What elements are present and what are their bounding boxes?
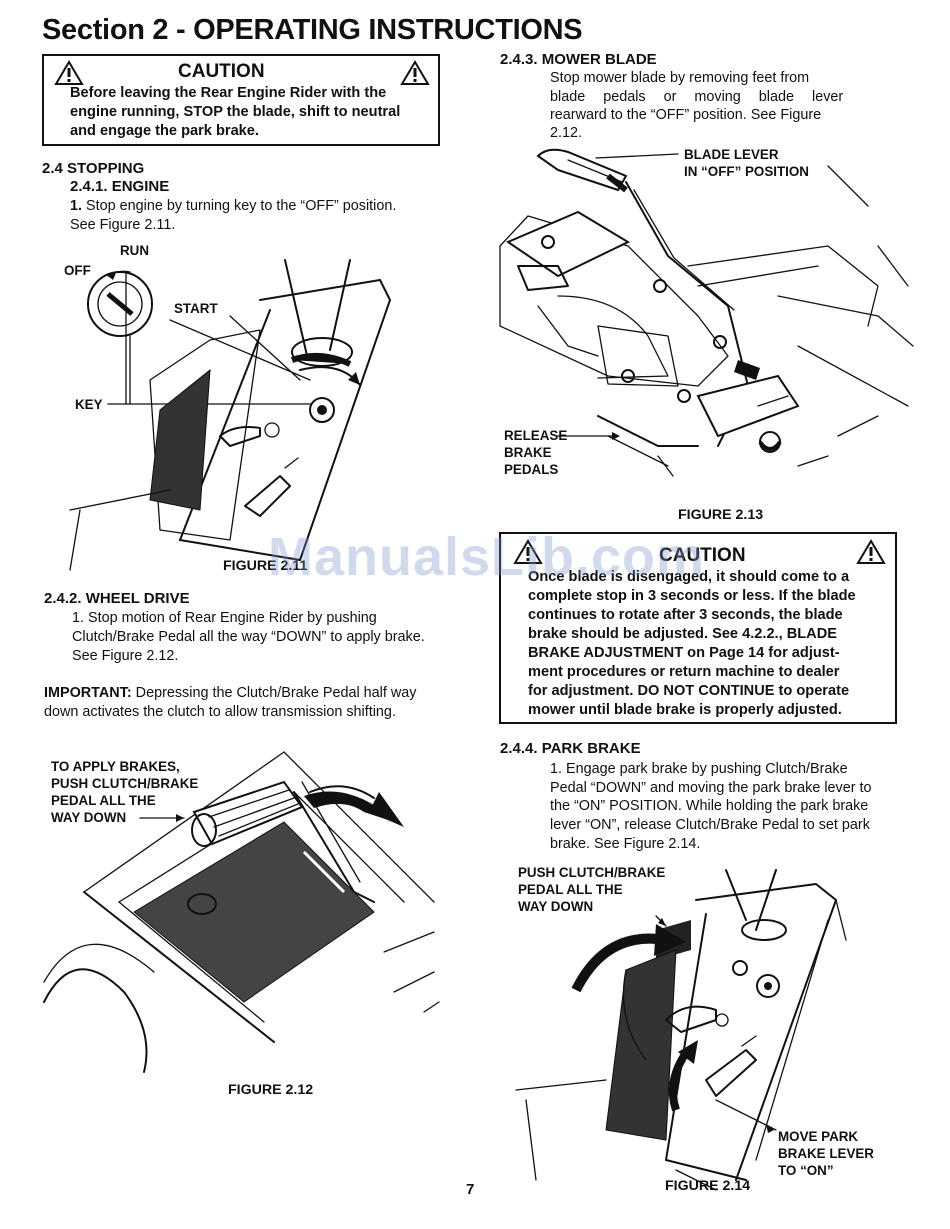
caution-line: continues to rotate after 3 seconds, the…: [528, 607, 843, 623]
caution-line: for adjustment. DO NOT CONTINUE to opera…: [528, 683, 850, 699]
figure-caption-2-12: FIGURE 2.12: [228, 1082, 314, 1098]
figure-label-blade-lever: BLADE LEVER: [684, 147, 779, 162]
caution-heading: CAUTION: [659, 545, 746, 566]
important-label: IMPORTANT:: [44, 685, 132, 701]
caution-line: complete stop in 3 seconds or less. If t…: [528, 588, 856, 604]
park-brake-line: lever “ON”, release Clutch/Brake Pedal t…: [550, 817, 870, 833]
figure-callout-line: PEDAL ALL THE: [51, 793, 156, 808]
caution-line: mower until blade brake is properly adju…: [528, 702, 842, 718]
wheel-drive-line: 1. Stop motion of Rear Engine Rider by p…: [72, 610, 377, 626]
caution-line: engine running, STOP the blade, shift to…: [70, 104, 401, 120]
step-number: 1.: [70, 198, 83, 214]
warning-triangle-icon: [54, 60, 84, 85]
warning-triangle-icon: [400, 60, 430, 85]
mower-blade-line: Stop mower blade by removing feet from: [550, 70, 810, 86]
warning-triangle-icon: [856, 539, 886, 564]
mower-blade-line: rearward to the “OFF” position. See Figu…: [550, 107, 822, 123]
figure-callout-line: TO APPLY BRAKES,: [51, 759, 180, 774]
page-title: Section 2 - OPERATING INSTRUCTIONS: [42, 14, 583, 46]
figure-2-14-illustration: PUSH CLUTCH/BRAKE PEDAL ALL THE WAY DOWN…: [515, 860, 916, 1191]
figure-label-push: WAY DOWN: [518, 899, 594, 914]
mower-blade-line: blade pedals or moving blade lever: [550, 89, 844, 105]
engine-step-ref: See Figure 2.11.: [70, 217, 176, 233]
engine-step-text: Stop engine by turning key to the “OFF” …: [86, 198, 397, 214]
subsection-heading-wheel-drive: 2.4.2. WHEEL DRIVE: [44, 590, 190, 607]
figure-label-push: PUSH CLUTCH/BRAKE: [518, 865, 666, 880]
caution-box-blade-brake: CAUTION Once blade is disengaged, it sho…: [499, 532, 897, 724]
caution-line: brake should be adjusted. See 4.2.2., BL…: [528, 626, 837, 642]
figure-label-release: BRAKE: [504, 445, 552, 460]
engine-step: 1. Stop engine by turning key to the “OF…: [70, 197, 396, 216]
important-note: IMPORTANT: Depressing the Clutch/Brake P…: [44, 684, 416, 703]
figure-label-push: PEDAL ALL THE: [518, 882, 623, 897]
park-brake-line: 1. Engage park brake by pushing Clutch/B…: [550, 761, 848, 777]
caution-line: Before leaving the Rear Engine Rider wit…: [70, 85, 387, 101]
figure-callout-line: WAY DOWN: [51, 810, 127, 825]
caution-line: ment procedures or return machine to dea…: [528, 664, 840, 680]
caution-box-stop-blade: CAUTION Before leaving the Rear Engine R…: [42, 54, 440, 146]
subsection-heading-engine: 2.4.1. ENGINE: [70, 178, 170, 195]
figure-label-move: BRAKE LEVER: [778, 1146, 874, 1161]
watermark: ManualsLib.com: [268, 527, 706, 587]
figure-label-blade-lever: IN “OFF” POSITION: [684, 164, 809, 179]
park-brake-line: brake. See Figure 2.14.: [550, 836, 701, 852]
figure-caption-2-13: FIGURE 2.13: [678, 507, 764, 523]
park-brake-line: the “ON” POSITION. While holding the par…: [550, 798, 869, 814]
figure-label-release: PEDALS: [504, 462, 559, 477]
figure-label-move: MOVE PARK: [778, 1129, 859, 1144]
important-text: Depressing the Clutch/Brake Pedal half w…: [131, 685, 417, 701]
figure-2-12-illustration: TO APPLY BRAKES, PUSH CLUTCH/BRAKE PEDAL…: [43, 751, 444, 1073]
figure-2-13-illustration: BLADE LEVER IN “OFF” POSITION RELEASE BR…: [498, 146, 918, 496]
caution-line: Once blade is disengaged, it should come…: [528, 569, 850, 585]
figure-label-run: RUN: [120, 243, 150, 258]
figure-callout-line: PUSH CLUTCH/BRAKE: [51, 776, 199, 791]
page-number: 7: [466, 1181, 475, 1198]
figure-label-move: TO “ON”: [778, 1163, 834, 1178]
wheel-drive-line: Clutch/Brake Pedal all the way “DOWN” to…: [72, 629, 425, 645]
warning-triangle-icon: [513, 539, 543, 564]
figure-caption-2-11: FIGURE 2.11: [223, 558, 308, 574]
figure-label-release: RELEASE: [504, 428, 568, 443]
caution-line: and engage the park brake.: [70, 123, 259, 139]
figure-label-key: KEY: [75, 397, 103, 412]
section-heading-stopping: 2.4 STOPPING: [42, 160, 145, 177]
mower-blade-line: 2.12.: [550, 125, 583, 141]
figure-label-start: START: [174, 301, 218, 316]
park-brake-line: Pedal “DOWN” and moving the park brake l…: [550, 780, 872, 796]
subsection-heading-park-brake: 2.4.4. PARK BRAKE: [500, 740, 641, 757]
important-text-2: down activates the clutch to allow trans…: [44, 704, 396, 720]
caution-line: BRAKE ADJUSTMENT on Page 14 for adjust-: [528, 645, 840, 661]
caution-heading: CAUTION: [178, 61, 265, 82]
figure-caption-2-14: FIGURE 2.14: [665, 1178, 751, 1194]
figure-label-off: OFF: [64, 263, 91, 278]
subsection-heading-mower-blade: 2.4.3. MOWER BLADE: [500, 51, 657, 68]
wheel-drive-line: See Figure 2.12.: [72, 648, 179, 664]
figure-2-11-illustration: RUN OFF START KEY: [60, 240, 430, 571]
